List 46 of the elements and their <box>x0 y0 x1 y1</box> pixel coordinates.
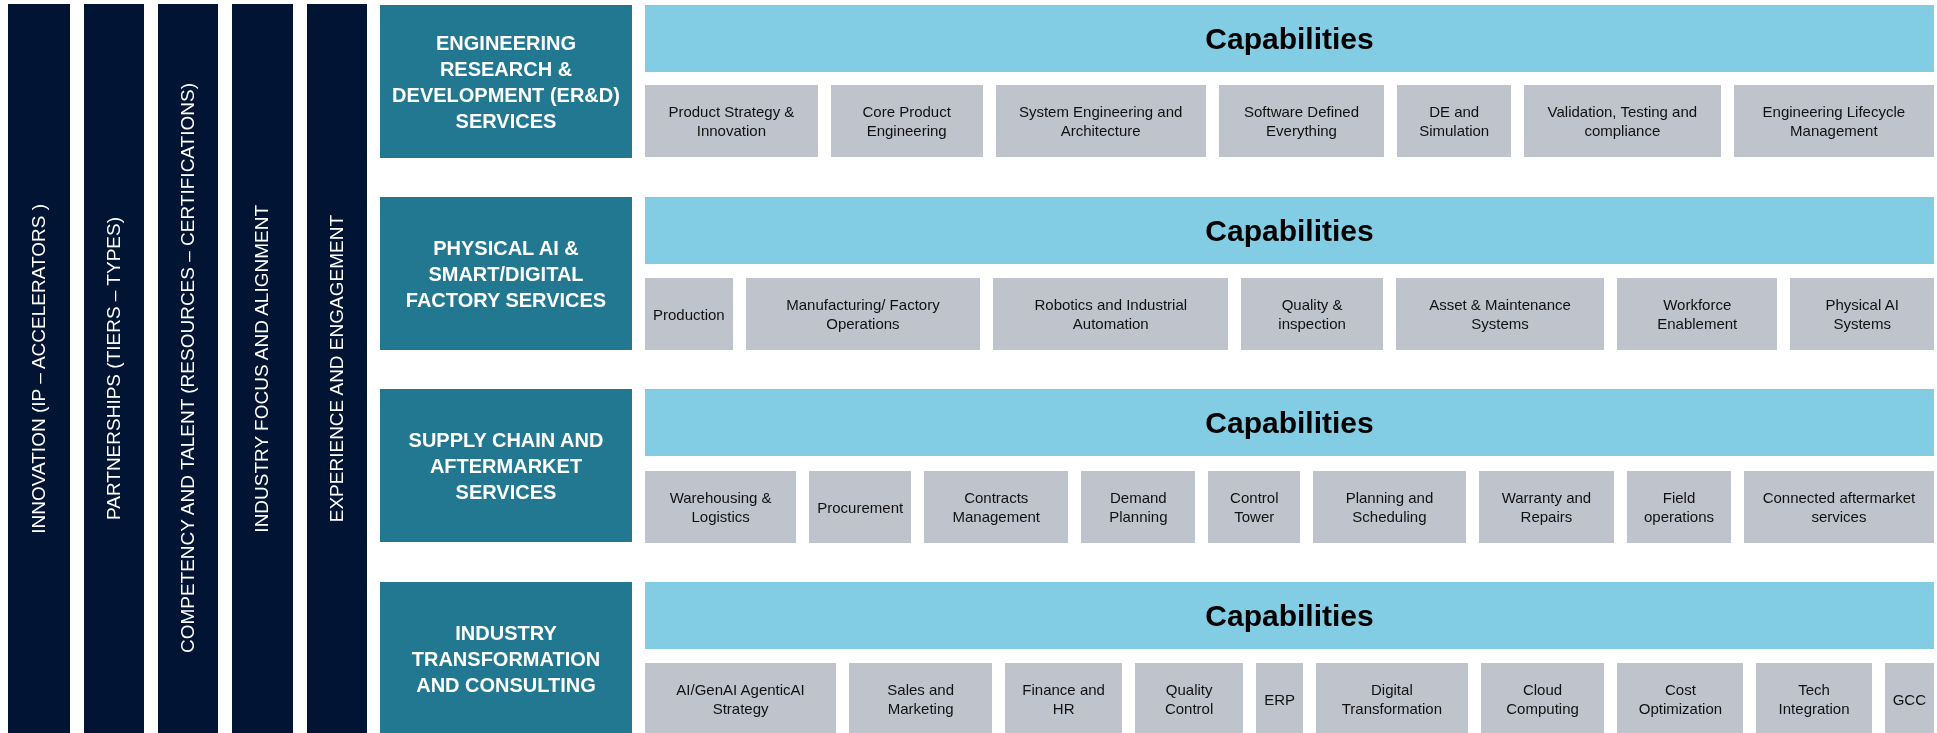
service-header-box: SUPPLY CHAIN AND AFTERMARKET SERVICES <box>380 389 632 542</box>
capability-box: Engineering Lifecycle Management <box>1733 85 1934 157</box>
capability-box: Product Strategy & Innovation <box>645 85 818 157</box>
capability-box: Warranty and Repairs <box>1478 471 1615 543</box>
capability-box: Connected aftermarket services <box>1743 471 1934 543</box>
capability-box: Asset & Maintenance Systems <box>1395 278 1605 350</box>
capability-box: Field operations <box>1627 471 1731 543</box>
capability-box: Production <box>645 278 733 350</box>
pillar-bar: COMPETENCY AND TALENT (RESOURCES – CERTIFICATIONS) <box>158 4 218 733</box>
capability-box: Procurement <box>809 471 912 543</box>
pillar-bar: EXPERIENCE AND ENGAGEMENT <box>307 4 367 733</box>
capability-box: Software Defined Everything <box>1218 85 1385 157</box>
capability-box: System Engineering and Architecture <box>995 85 1206 157</box>
capabilities-banner: Capabilities <box>645 197 1934 264</box>
capability-box: Workforce Enablement <box>1617 278 1778 350</box>
capability-box: Tech Integration <box>1756 663 1872 733</box>
capabilities-banner: Capabilities <box>645 389 1934 456</box>
capability-box: Cloud Computing <box>1480 663 1605 733</box>
capabilities-banner: Capabilities <box>645 582 1934 649</box>
capability-box: Validation, Testing and compliance <box>1524 85 1721 157</box>
capability-box: Control Tower <box>1208 471 1301 543</box>
capability-box: Core Product Engineering <box>830 85 983 157</box>
capability-box: Demand Planning <box>1081 471 1196 543</box>
capability-box: Robotics and Industrial Automation <box>993 278 1229 350</box>
capability-box: Sales and Marketing <box>849 663 993 733</box>
capability-box: Quality Control <box>1135 663 1244 733</box>
service-header-box: PHYSICAL AI & SMART/DIGITAL FACTORY SERVICES <box>380 197 632 350</box>
capability-box: Planning and Scheduling <box>1313 471 1466 543</box>
capability-box: Quality & inspection <box>1241 278 1383 350</box>
capability-box: AI/GenAI AgenticAI Strategy <box>645 663 837 733</box>
capability-box: Manufacturing/ Factory Operations <box>745 278 981 350</box>
service-header-box: ENGINEERING RESEARCH & DEVELOPMENT (ER&D) SERVICES <box>380 5 632 158</box>
pillar-bar: PARTNERSHIPS (TIERS – TYPES) <box>84 4 144 733</box>
capability-box: Warehousing & Logistics <box>645 471 797 543</box>
capability-box: Finance and HR <box>1005 663 1122 733</box>
capability-box: Cost Optimization <box>1617 663 1744 733</box>
pillar-bar: INDUSTRY FOCUS AND ALIGNMENT <box>232 4 293 733</box>
capability-box: GCC <box>1884 663 1934 733</box>
capability-box: DE and Simulation <box>1397 85 1512 157</box>
capability-box: ERP <box>1256 663 1304 733</box>
pillar-bar: INNOVATION (IP – ACCELERATORS ) <box>8 4 70 733</box>
service-header-box: INDUSTRY TRANSFORMATION AND CONSULTING <box>380 582 632 733</box>
capability-box: Digital Transformation <box>1316 663 1468 733</box>
capabilities-banner: Capabilities <box>645 5 1934 72</box>
capability-box: Contracts Management <box>924 471 1069 543</box>
capability-box: Physical AI Systems <box>1790 278 1934 350</box>
